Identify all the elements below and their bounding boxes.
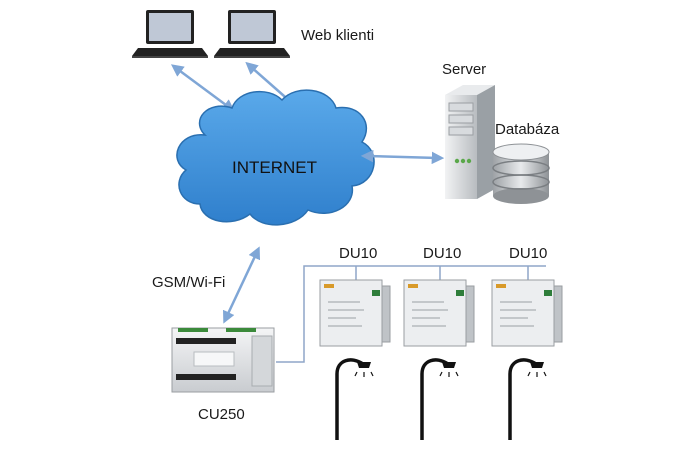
dimming-unit-icon — [491, 279, 563, 347]
controller-label: CU250 — [198, 406, 245, 423]
web-clients-label: Web klienti — [301, 27, 374, 44]
dimming-unit-icon — [403, 279, 475, 347]
server-label: Server — [442, 61, 486, 78]
du-unit-label: DU10 — [423, 245, 461, 262]
street-lamp-icon — [420, 358, 459, 440]
cloud-icon — [176, 89, 375, 226]
internet-label: INTERNET — [232, 158, 317, 177]
link-arrow — [360, 149, 445, 165]
link-arrow — [223, 246, 260, 324]
database-icon — [492, 143, 550, 204]
street-lamp-icon — [508, 358, 547, 440]
du-unit-label: DU10 — [509, 245, 547, 262]
gsm-wifi-label: GSM/Wi-Fi — [152, 274, 225, 291]
database-label: Databáza — [495, 121, 560, 138]
bus-line — [276, 265, 546, 363]
du-unit-label: DU10 — [339, 245, 377, 262]
street-lamp-icon — [335, 358, 374, 440]
laptop-icon — [132, 10, 208, 58]
link-arrow — [170, 64, 236, 112]
server-icon — [445, 85, 495, 199]
controller-device-icon — [171, 327, 275, 393]
laptop-icon — [214, 10, 290, 58]
dimming-unit-icon — [319, 279, 391, 347]
